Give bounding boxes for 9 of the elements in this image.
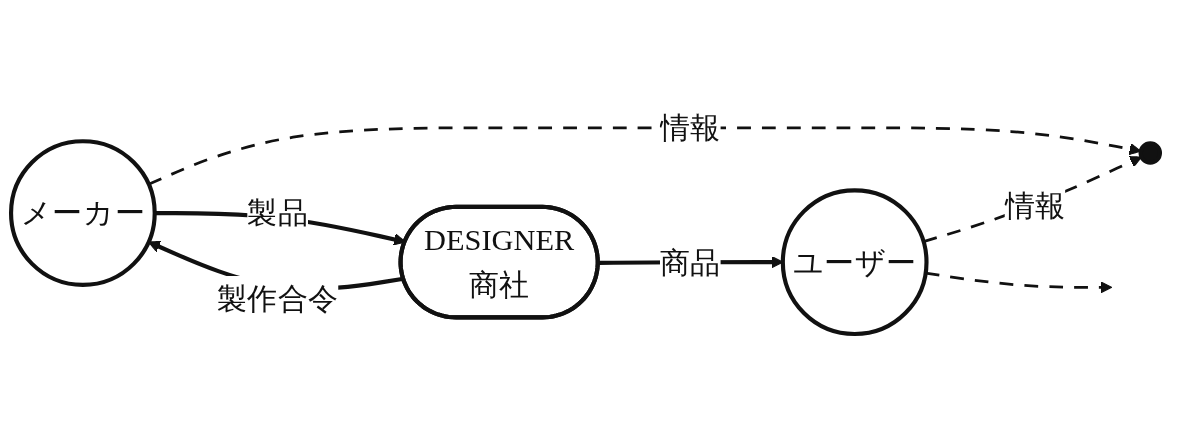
arrow — [923, 156, 1143, 243]
edge-label: 製品 — [247, 195, 309, 231]
edge-label: 商品 — [659, 244, 721, 280]
edge-label: 情報 — [1004, 188, 1066, 224]
edge-label: 製作合令 — [216, 281, 339, 317]
node-circle: メーカー — [9, 139, 157, 287]
node-circle — [1138, 141, 1162, 165]
edge-label: 情報 — [659, 110, 721, 146]
node-circle: ユーザー — [780, 188, 929, 337]
